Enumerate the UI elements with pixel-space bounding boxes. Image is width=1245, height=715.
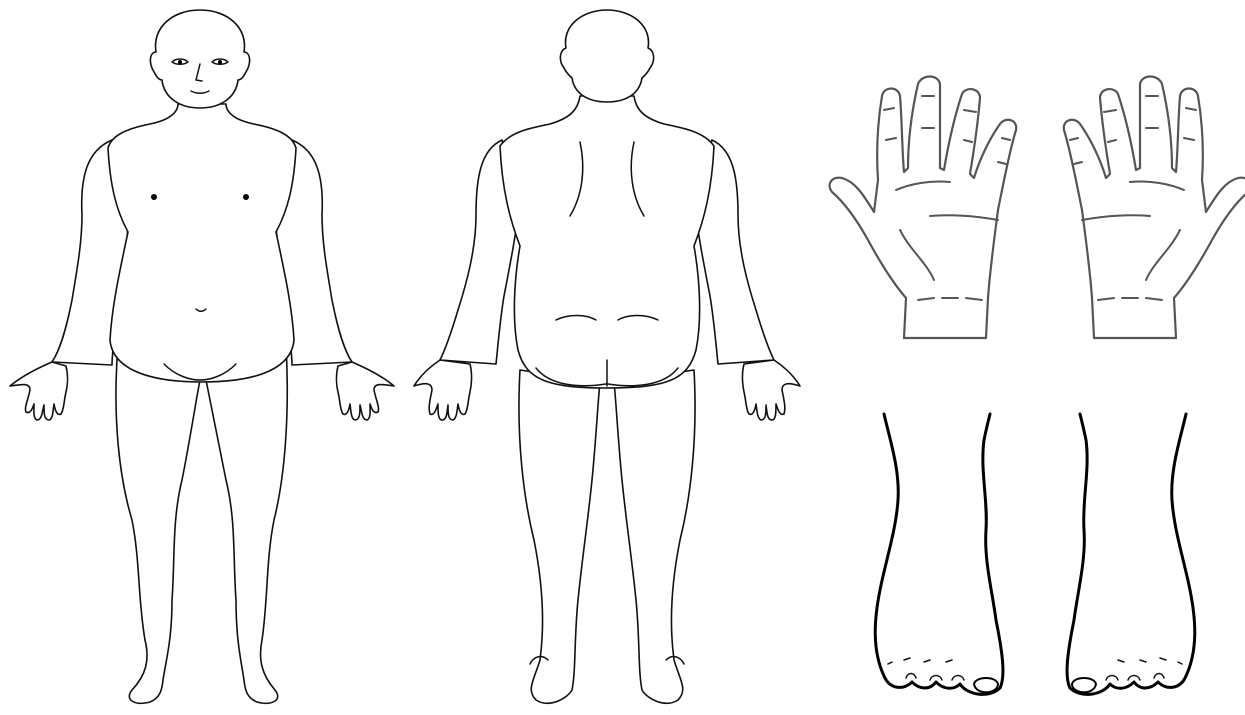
front-right-pupil	[218, 60, 222, 64]
front-torso	[108, 104, 296, 382]
front-left-hand	[10, 362, 68, 420]
back-head	[560, 10, 653, 102]
front-left-leg	[116, 345, 200, 703]
left-foot-toenails	[888, 658, 964, 680]
front-left-nipple	[151, 194, 157, 200]
front-right-nipple	[243, 194, 249, 200]
back-right-leg	[614, 370, 695, 703]
left-foot-big-toenail	[974, 678, 998, 692]
back-torso	[500, 96, 714, 388]
right-foot-toenails	[1106, 658, 1182, 680]
right-foot-big-toenail	[1072, 678, 1096, 692]
body-front-figure	[10, 10, 394, 703]
body-back-figure	[414, 10, 800, 703]
front-left-pupil	[178, 60, 182, 64]
back-left-hand	[414, 360, 472, 420]
back-right-hand	[743, 360, 801, 420]
left-foot	[875, 414, 1003, 694]
front-right-hand	[337, 362, 395, 420]
hands-figure	[830, 77, 1245, 339]
right-foot	[1067, 414, 1195, 694]
feet-figure	[875, 414, 1195, 694]
front-right-leg	[206, 345, 287, 703]
back-left-leg	[519, 370, 600, 703]
